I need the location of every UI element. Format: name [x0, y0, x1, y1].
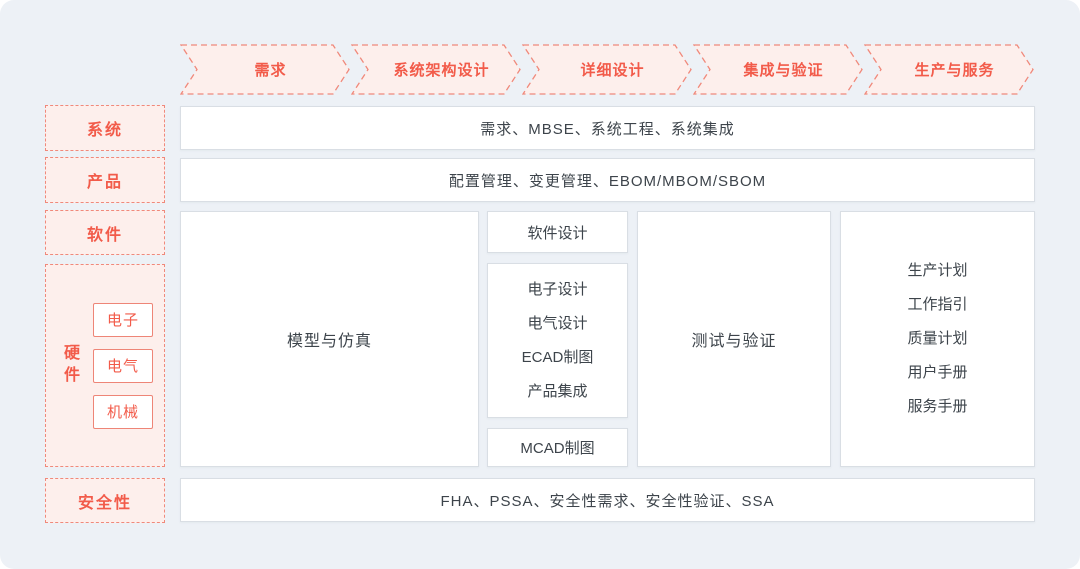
production-service-item: 用户手册 [907, 364, 968, 381]
row-label-safety: 安全性 [45, 478, 165, 523]
chevron-arrow-shape [351, 44, 521, 95]
production-service-item: 质量计划 [907, 330, 968, 347]
hardware-design-item: ECAD制图 [521, 348, 594, 366]
software-design-box: 软件设计 [487, 211, 628, 253]
chevron-arrow-shape [693, 44, 863, 95]
chevron-arrow-shape [864, 44, 1034, 95]
process-arrow-row: 需求 系统架构设计 详细设计 集成与验证 [180, 44, 1035, 95]
process-arrow-system-architecture: 系统架构设计 [351, 44, 522, 95]
model-simulation-box: 模型与仿真 [180, 211, 479, 467]
process-arrow-label: 生产与服务 [914, 62, 995, 79]
production-service-item: 生产计划 [907, 262, 968, 279]
hardware-sublabel-electrical: 电气 [93, 348, 153, 383]
production-service-box: 生产计划 工作指引 质量计划 用户手册 服务手册 [840, 211, 1035, 467]
row-label-hardware-group: 硬件 电子 电气 机械 [45, 264, 165, 467]
hardware-sublabel-list: 电子 电气 机械 [93, 302, 153, 429]
process-arrow-integration-verification: 集成与验证 [693, 44, 864, 95]
row-label-hardware: 硬件 [61, 343, 78, 388]
safety-row-content: FHA、PSSA、安全性需求、安全性验证、SSA [180, 478, 1035, 522]
production-service-item: 工作指引 [907, 296, 968, 313]
process-arrow-requirements: 需求 [180, 44, 351, 95]
process-arrow-label: 系统架构设计 [393, 62, 490, 79]
process-arrow-production-service: 生产与服务 [864, 44, 1035, 95]
row-label-software: 软件 [45, 210, 165, 255]
process-arrow-label: 详细设计 [580, 62, 645, 79]
hardware-sublabel-mechanical: 机械 [93, 394, 153, 429]
chevron-arrow-shape [180, 44, 350, 95]
product-row: 配置管理、变更管理、EBOM/MBOM/SBOM [180, 158, 1035, 202]
system-row: 需求、MBSE、系统工程、系统集成 [180, 106, 1035, 150]
design-area: 模型与仿真 软件设计 电子设计 电气设计 ECAD制图 产品集成 MCAD制图 … [180, 211, 1035, 467]
row-label-system: 系统 [45, 105, 165, 151]
production-service-item: 服务手册 [907, 398, 968, 415]
hardware-sublabel-electronics: 电子 [93, 302, 153, 337]
process-arrow-label: 需求 [254, 62, 287, 79]
test-verification-box: 测试与验证 [637, 211, 831, 467]
process-arrow-detailed-design: 详细设计 [522, 44, 693, 95]
hardware-design-item: 产品集成 [527, 382, 588, 400]
safety-row: FHA、PSSA、安全性需求、安全性验证、SSA [180, 478, 1035, 522]
hardware-design-box: 电子设计 电气设计 ECAD制图 产品集成 [487, 263, 628, 418]
process-arrow-label: 集成与验证 [743, 62, 824, 79]
hardware-design-item: 电气设计 [527, 314, 588, 332]
mcad-box: MCAD制图 [487, 428, 628, 467]
system-row-content: 需求、MBSE、系统工程、系统集成 [180, 106, 1035, 150]
row-label-product: 产品 [45, 157, 165, 203]
hardware-design-item: 电子设计 [527, 280, 588, 298]
design-middle-column: 软件设计 电子设计 电气设计 ECAD制图 产品集成 MCAD制图 [487, 211, 628, 467]
chevron-arrow-shape [522, 44, 692, 95]
product-row-content: 配置管理、变更管理、EBOM/MBOM/SBOM [180, 158, 1035, 202]
